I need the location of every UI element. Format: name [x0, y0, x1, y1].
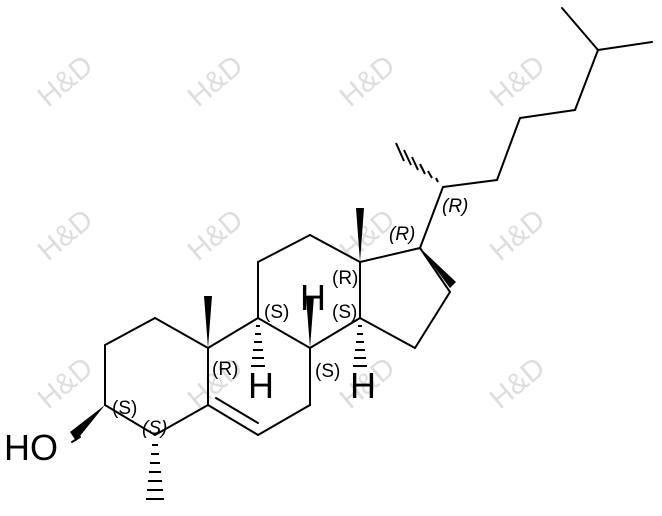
- stereo-descriptor-c9: (S): [264, 302, 289, 323]
- side-chain-bonds: [71, 7, 653, 443]
- stereo-labels: (S) (S) (R) (S) (S) (S) (R) (R) (R): [112, 196, 468, 439]
- wedge-bond: [204, 296, 212, 348]
- bond: [574, 49, 599, 111]
- wedge-bond: [306, 296, 314, 348]
- watermark: H&D: [484, 49, 551, 113]
- hash-line: [395, 142, 405, 162]
- atom-labels: HO H H H: [4, 277, 376, 468]
- watermark-layer: H&D H&D H&D H&D H&D H&D H&D H&D H&D H&D …: [32, 49, 551, 415]
- bond: [257, 317, 311, 349]
- bond: [154, 404, 209, 436]
- hash-line: [435, 177, 439, 183]
- wedge-bond: [70, 405, 105, 441]
- wedge-bonds: [70, 208, 456, 441]
- bond: [442, 179, 498, 188]
- watermark: H&D: [32, 351, 99, 415]
- wedge-bond: [356, 208, 364, 262]
- stereo-descriptor-c17: (R): [389, 224, 415, 245]
- bond: [257, 234, 311, 263]
- stereo-descriptor-c14: (S): [332, 302, 357, 323]
- stereo-descriptor-c3: (S): [112, 398, 137, 419]
- watermark: H&D: [484, 351, 551, 415]
- bond: [419, 186, 444, 249]
- bond: [496, 117, 521, 181]
- bond: [359, 247, 421, 263]
- watermark: H&D: [32, 203, 99, 267]
- watermark: H&D: [484, 203, 551, 267]
- hash-line: [427, 170, 433, 179]
- hash-line: [411, 156, 419, 171]
- bond: [519, 109, 576, 119]
- stereo-descriptor-c20: (R): [442, 196, 468, 217]
- wedge-bond: [420, 248, 456, 288]
- bond: [597, 41, 653, 51]
- hydrogen-c8-label: H: [300, 277, 326, 318]
- hash-line: [419, 163, 426, 175]
- watermark: H&D: [32, 49, 99, 113]
- watermark: H&D: [182, 49, 249, 113]
- hydroxyl-label: HO: [4, 427, 58, 468]
- watermark: H&D: [334, 49, 401, 113]
- bond: [104, 317, 156, 346]
- bond: [414, 291, 451, 349]
- stereo-descriptor-c8: (S): [315, 361, 340, 382]
- ring-bonds: [104, 186, 451, 436]
- stereo-descriptor-c4: (S): [142, 418, 167, 439]
- bond: [419, 247, 451, 293]
- bond: [359, 317, 416, 349]
- bond: [257, 404, 311, 436]
- bond: [207, 404, 259, 436]
- hydrogen-c9-label: H: [248, 365, 274, 406]
- watermark: H&D: [182, 203, 249, 267]
- hash-line: [403, 149, 412, 166]
- bond: [309, 317, 361, 349]
- stereo-descriptor-c10: (R): [212, 359, 238, 380]
- bond: [154, 317, 209, 349]
- double-bond-inner: [215, 397, 259, 424]
- stereo-descriptor-c13: (R): [332, 268, 358, 289]
- bond: [207, 317, 259, 349]
- bond: [561, 7, 599, 51]
- hashed-bonds: [146, 142, 439, 500]
- hydrogen-c14-label: H: [350, 365, 376, 406]
- bond: [104, 404, 156, 436]
- bond: [309, 234, 361, 263]
